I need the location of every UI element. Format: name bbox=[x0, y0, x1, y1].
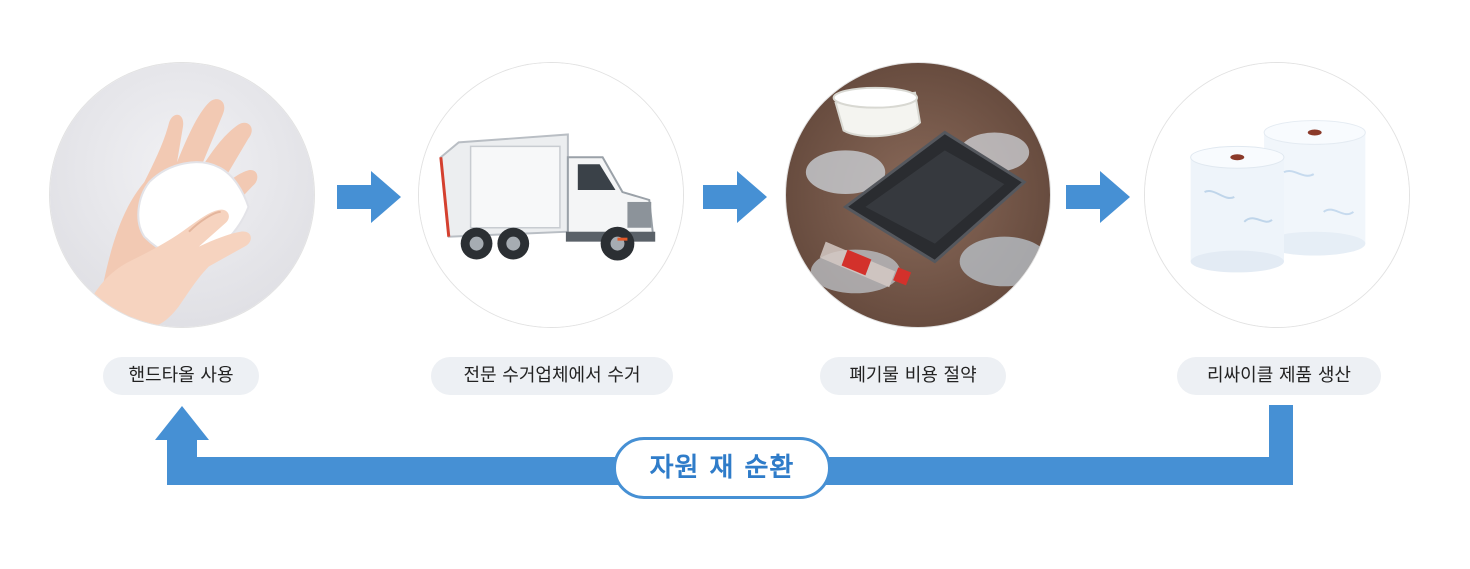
step-label-waste-saving: 폐기물 비용 절약 bbox=[820, 357, 1006, 395]
step-label-collection: 전문 수거업체에서 수거 bbox=[431, 357, 673, 395]
arrow-right-icon bbox=[703, 171, 767, 223]
arrow-up-icon bbox=[155, 406, 209, 440]
arrow-right-icon bbox=[1066, 171, 1130, 223]
paper-rolls-image bbox=[1144, 62, 1410, 328]
step-label-hand-towel: 핸드타올 사용 bbox=[103, 357, 259, 395]
garbage-truck-image bbox=[418, 62, 684, 328]
cycle-label: 자원 재 순환 bbox=[613, 437, 831, 499]
hand-towel-image bbox=[49, 62, 315, 328]
arrow-right-icon bbox=[337, 171, 401, 223]
step-label-recycle: 리싸이클 제품 생산 bbox=[1177, 357, 1381, 395]
plastic-waste-image bbox=[785, 62, 1051, 328]
